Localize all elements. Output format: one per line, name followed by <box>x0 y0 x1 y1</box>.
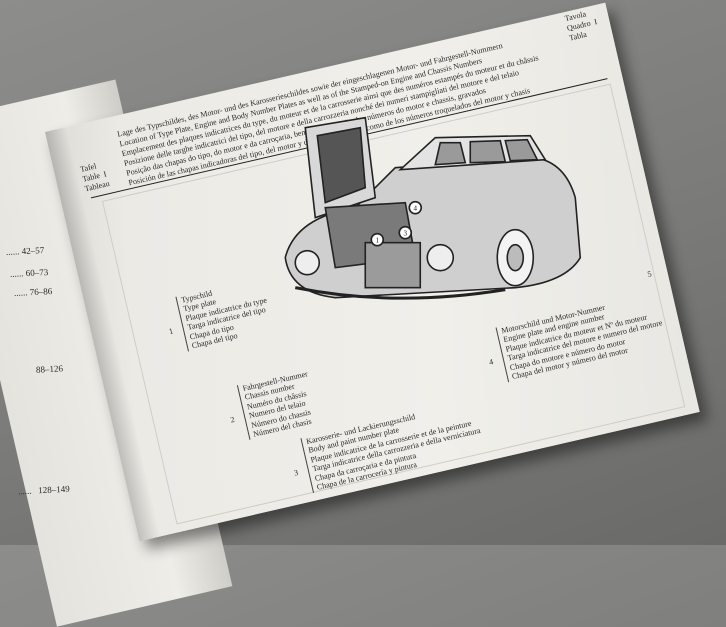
table-label-right: Tavola Quadro I Tabla <box>563 9 598 43</box>
left-page-item: ...... 60–73 <box>9 267 49 279</box>
table-label-left: Tafel Table I Tableau <box>79 161 111 194</box>
left-page-item: ...... 76–86 <box>13 286 53 298</box>
left-page-item: ...... 42–57 <box>5 245 45 257</box>
callout-3: 3 <box>404 230 408 238</box>
car-illustration: 1 3 4 <box>284 116 582 300</box>
callout-4: 4 <box>414 205 418 213</box>
left-page-item: 88–126 <box>35 363 64 375</box>
manual-page: Tafel Table I Tableau Lage des Typschild… <box>45 2 700 542</box>
callout-1: 1 <box>376 237 380 245</box>
